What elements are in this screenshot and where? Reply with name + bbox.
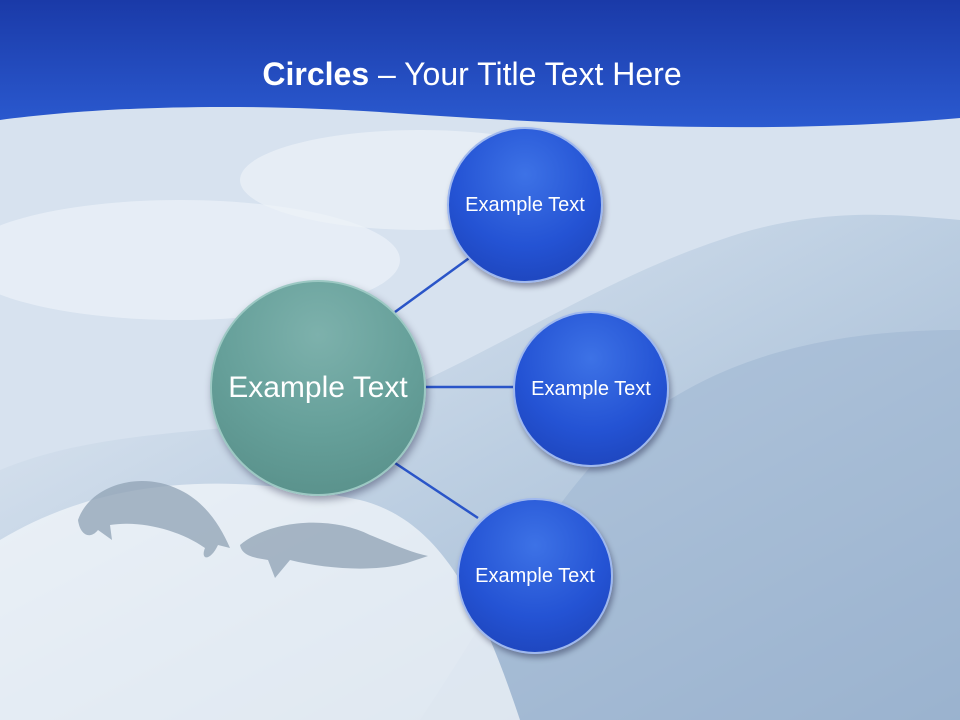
dolphin-icon [240, 522, 428, 578]
node-circle-label: Example Text [475, 565, 595, 587]
title-banner [0, 0, 960, 128]
center-circle-label: Example Text [228, 371, 408, 404]
title-rest: – Your Title Text Here [369, 56, 682, 92]
title-bold: Circles [262, 56, 370, 92]
node-circle-label: Example Text [465, 194, 585, 216]
slide-title: Circles – Your Title Text Here [0, 52, 944, 96]
center-circle[interactable]: Example Text [210, 280, 426, 496]
connector-line [394, 461, 479, 520]
node-circle-label: Example Text [531, 378, 651, 400]
node-circle-middle[interactable]: Example Text [513, 311, 669, 467]
node-circle-top[interactable]: Example Text [447, 127, 603, 283]
node-circle-bottom[interactable]: Example Text [457, 498, 613, 654]
connector-line [394, 254, 473, 314]
connectors [394, 254, 516, 520]
dolphin-icon [78, 481, 230, 558]
